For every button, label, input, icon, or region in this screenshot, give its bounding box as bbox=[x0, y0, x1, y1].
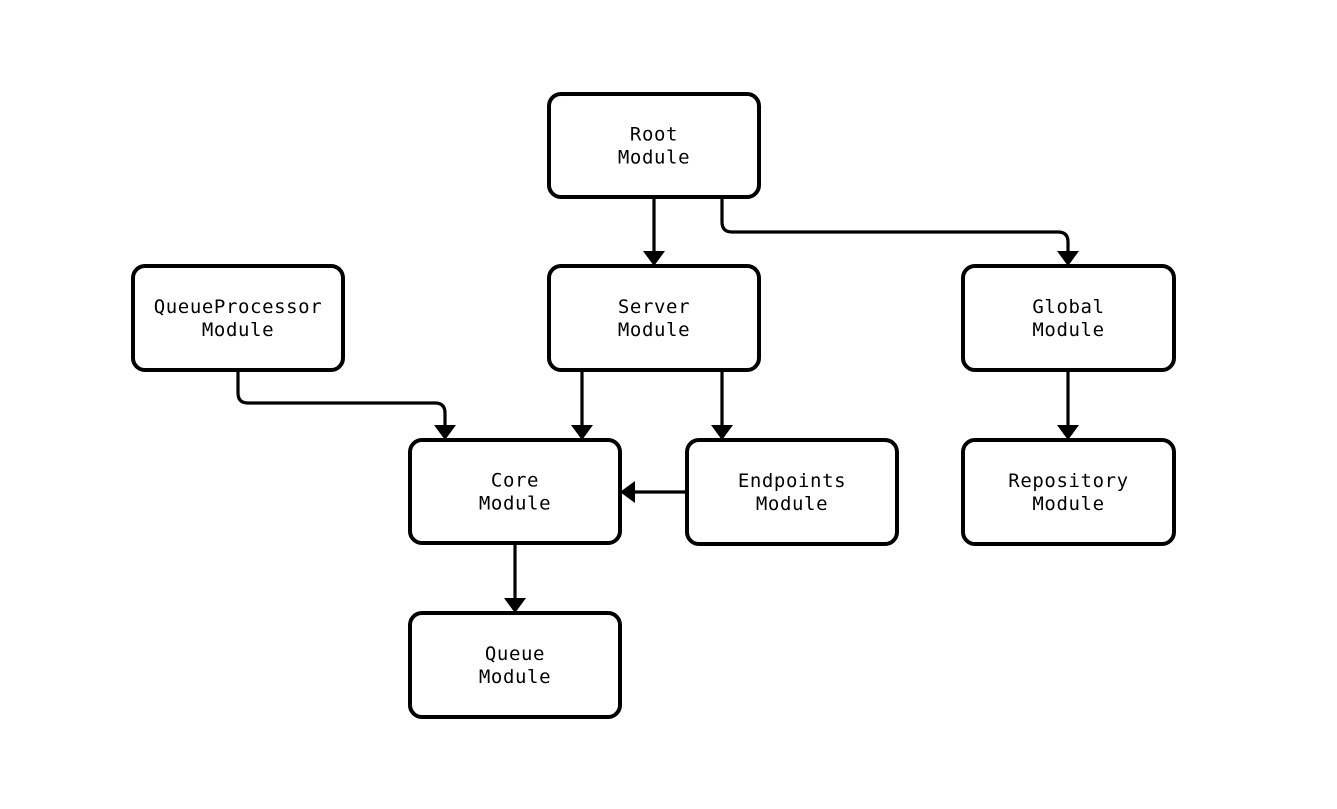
node-box[interactable] bbox=[961, 438, 1176, 546]
edge-server-to-core bbox=[571, 370, 593, 440]
node-box[interactable] bbox=[547, 92, 761, 199]
node-box[interactable] bbox=[961, 264, 1176, 372]
edge-endpoints-to-core bbox=[620, 481, 687, 503]
node-label-line1: Root bbox=[630, 123, 678, 145]
arrowhead-icon bbox=[1057, 425, 1079, 440]
arrowhead-icon bbox=[571, 425, 593, 440]
node-label-line2: Module bbox=[618, 319, 690, 341]
node-label-line1: Queue bbox=[485, 643, 545, 665]
node-label-line2: Module bbox=[756, 493, 828, 515]
arrowhead-icon bbox=[711, 425, 733, 440]
arrowhead-icon bbox=[1057, 251, 1079, 266]
arrowhead-icon bbox=[434, 425, 456, 440]
node-box[interactable] bbox=[685, 438, 899, 546]
node-label-line1: QueueProcessor bbox=[154, 296, 323, 318]
node-label-line2: Module bbox=[618, 146, 690, 168]
edge-root-to-global bbox=[720, 197, 1079, 266]
node-label-line2: Module bbox=[1032, 493, 1104, 515]
node-label-line1: Core bbox=[491, 469, 539, 491]
arrowhead-icon bbox=[620, 481, 635, 503]
node-label-line1: Server bbox=[618, 296, 690, 318]
edge-layer bbox=[236, 197, 1079, 613]
node-label-line2: Module bbox=[1032, 319, 1104, 341]
arrowhead-icon bbox=[504, 598, 526, 613]
node-box[interactable] bbox=[408, 611, 622, 719]
node-label-line2: Module bbox=[479, 666, 551, 688]
node-box[interactable] bbox=[547, 264, 761, 372]
node-label-line2: Module bbox=[202, 319, 274, 341]
node-box[interactable] bbox=[408, 438, 622, 545]
node-box[interactable] bbox=[131, 264, 345, 372]
edge-root-to-server bbox=[643, 197, 665, 266]
node-label-line1: Global bbox=[1032, 296, 1104, 318]
node-label-line1: Repository bbox=[1008, 470, 1128, 492]
edge-global-to-repository bbox=[1057, 370, 1079, 440]
edge-server-to-endpoints bbox=[711, 370, 733, 440]
arrowhead-icon bbox=[643, 251, 665, 266]
edge-queueprocessor-to-core bbox=[236, 370, 456, 440]
edge-line bbox=[236, 370, 447, 426]
node-label-line1: Endpoints bbox=[738, 470, 846, 492]
node-label-line2: Module bbox=[479, 492, 551, 514]
edge-core-to-queue bbox=[504, 543, 526, 613]
edge-line bbox=[720, 197, 1070, 252]
